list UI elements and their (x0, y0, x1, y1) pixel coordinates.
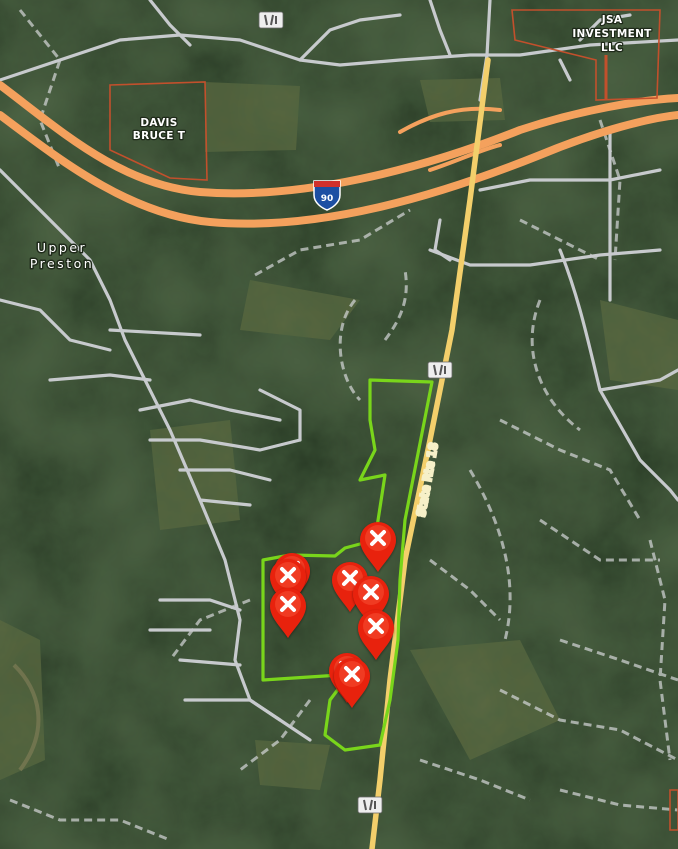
place-label-upper: Upper (37, 240, 87, 255)
parcel-davis (109, 81, 208, 181)
interstate-shield-number: 90 (321, 194, 334, 204)
parcel-label-jsa-2: INVESTMENT (572, 28, 652, 40)
route-sign-icons (258, 11, 453, 814)
map-markers (270, 522, 396, 708)
route-sign-icon-top (258, 11, 284, 29)
parcel-label-jsa-3: LLC (601, 42, 623, 54)
place-labels: Upper Preston (28, 239, 94, 273)
x-close-marker-icon (344, 666, 360, 682)
parcel-jsa (511, 9, 661, 101)
interstate-shield-icon: 90 (313, 180, 341, 211)
creek (12, 663, 41, 772)
map-marker-9[interactable] (334, 658, 370, 708)
trails (9, 9, 678, 842)
x-close-marker-icon (342, 570, 358, 586)
map-marker-6[interactable] (270, 588, 306, 638)
map-marker-7[interactable] (358, 610, 394, 660)
parcel-label-davis-1: DAVIS (140, 117, 177, 129)
local-roads (0, 0, 678, 742)
parcel-labels: DAVIS BRUCE T JSA INVESTMENT LLC (132, 13, 654, 144)
map-marker-1[interactable] (360, 522, 396, 572)
place-label-preston: Preston (30, 256, 94, 271)
x-close-marker-icon (280, 567, 296, 583)
x-close-marker-icon (370, 530, 386, 546)
x-close-marker-icon (280, 596, 296, 612)
x-close-marker-icon (368, 618, 384, 634)
route-sign-icon-bottom (357, 796, 383, 814)
route-sign-icon-mid (427, 361, 453, 379)
parcel-label-davis-2: BRUCE T (133, 130, 186, 142)
state-route-18 (369, 57, 491, 849)
x-close-marker-icon (363, 584, 379, 600)
parcel-label-jsa-1: JSA (601, 14, 623, 26)
parcel-outlines (109, 9, 678, 831)
